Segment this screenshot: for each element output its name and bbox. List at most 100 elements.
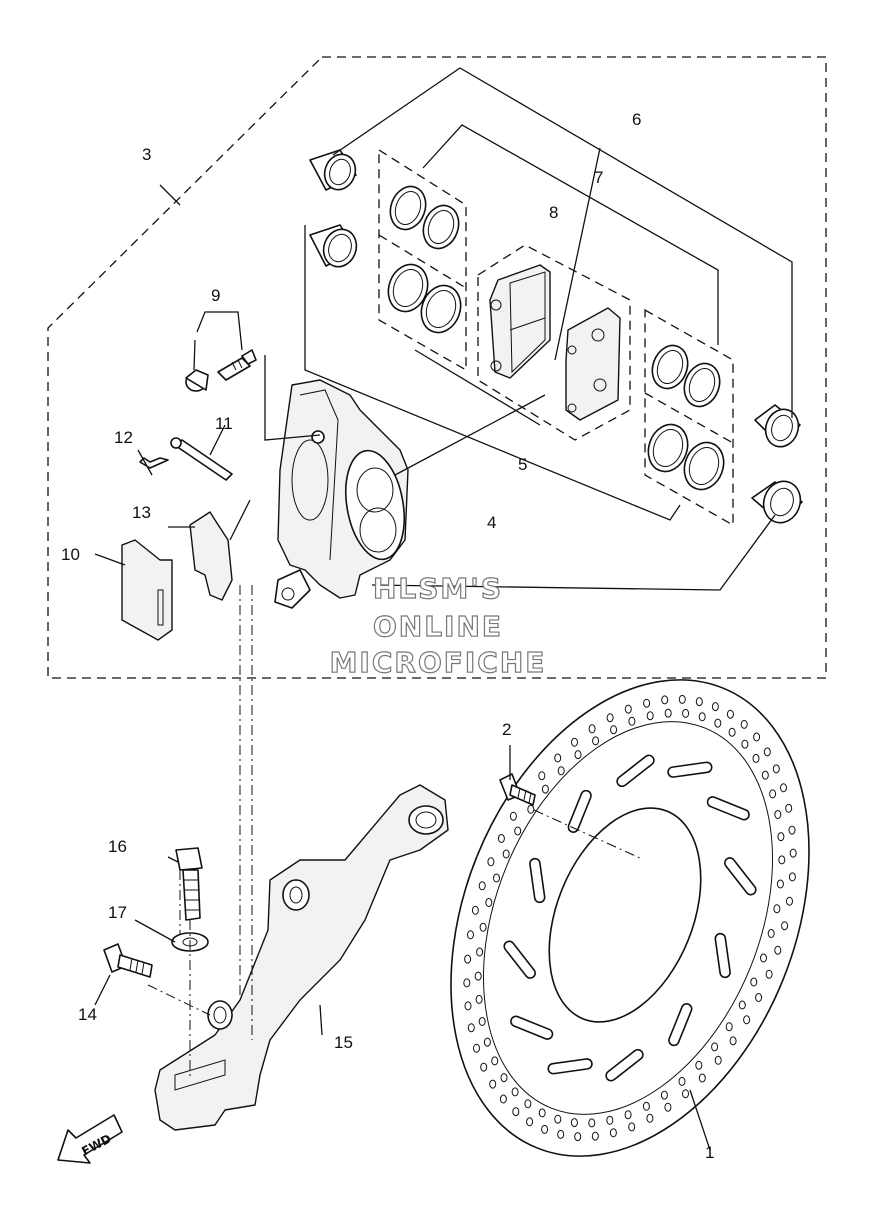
disc-vent-hole xyxy=(476,947,484,957)
disc-vent-hole xyxy=(789,848,797,858)
disc-vent-hole xyxy=(642,1101,650,1111)
disc-slot xyxy=(510,1015,554,1040)
disc-vent-hole xyxy=(574,750,582,760)
disc-vent-hole xyxy=(788,825,796,835)
disc-vent-hole xyxy=(711,702,719,712)
brake-pad-front xyxy=(489,264,551,379)
disc-slot xyxy=(547,1058,593,1075)
disc-vent-hole xyxy=(554,1114,562,1124)
disc-vent-hole xyxy=(479,922,487,932)
callout-4: 4 xyxy=(487,513,496,532)
disc-vent-hole xyxy=(661,695,669,705)
piston-upper-left xyxy=(309,149,357,191)
callout-7: 7 xyxy=(594,168,603,187)
disc-vent-hole xyxy=(767,929,775,938)
disc-vent-hole xyxy=(728,727,736,737)
disc-slot xyxy=(529,857,546,904)
disc-vent-hole xyxy=(485,898,493,907)
disc-vent-hole xyxy=(729,1036,737,1046)
disc-vent-hole xyxy=(776,879,784,889)
watermark-line-1: HLSM'S xyxy=(373,572,503,605)
disc-vent-hole xyxy=(591,1131,599,1141)
disc-vent-hole xyxy=(743,1015,751,1025)
disc-vent-hole xyxy=(610,725,618,735)
disc-slot xyxy=(714,932,731,979)
alignment-lines xyxy=(147,585,641,1080)
disc-vent-hole xyxy=(588,1118,596,1128)
disc-vent-hole xyxy=(664,708,672,718)
disc-vent-hole xyxy=(682,708,690,718)
disc-vent-hole xyxy=(678,694,686,704)
disc-vent-hole xyxy=(557,1129,565,1139)
pad-pin xyxy=(170,437,233,481)
disc-vent-hole xyxy=(526,1117,534,1127)
disc-vent-hole xyxy=(493,873,500,883)
disc-vent-hole xyxy=(714,718,722,728)
disc-vent-hole xyxy=(786,896,793,906)
disc-vent-hole xyxy=(609,1128,617,1138)
disc-vent-hole xyxy=(538,771,546,781)
bracket-bolt-long xyxy=(175,847,203,921)
disc-slot xyxy=(567,789,592,833)
disc-vent-hole xyxy=(478,1017,486,1026)
disc-slot xyxy=(503,940,536,979)
disc-vent-hole xyxy=(752,753,760,763)
disc-vent-hole xyxy=(714,1055,722,1065)
disc-vent-hole xyxy=(524,1099,532,1109)
disc-vent-hole xyxy=(463,978,471,988)
callout-9: 9 xyxy=(211,286,220,305)
disc-vent-hole xyxy=(695,697,703,707)
disc-vent-hole xyxy=(682,1089,689,1099)
disc-vent-hole xyxy=(777,832,785,842)
disc-vent-hole xyxy=(570,1118,578,1128)
seal-group-outline-left xyxy=(378,148,467,372)
disc-vent-hole xyxy=(646,1113,654,1123)
disc-vent-hole xyxy=(646,711,654,721)
disc-vent-hole xyxy=(512,1107,520,1117)
piston-seal-set-left xyxy=(387,185,462,334)
pad-clip xyxy=(139,457,169,469)
callout-5: 5 xyxy=(518,455,527,474)
seal-group-divider-left xyxy=(378,234,467,289)
disc-vent-hole xyxy=(765,969,773,979)
callout-11: 11 xyxy=(215,414,233,433)
disc-vent-hole xyxy=(471,905,479,915)
disc-vent-hole xyxy=(698,1073,706,1083)
disc-slot xyxy=(616,754,655,788)
bracket-bolt-short xyxy=(103,943,153,978)
disc-vent-hole xyxy=(554,753,562,763)
pad-spring xyxy=(189,511,233,601)
callout-14: 14 xyxy=(78,1005,97,1024)
disc-vent-hole xyxy=(606,1115,614,1125)
disc-vent-hole xyxy=(464,954,472,964)
disc-vent-hole xyxy=(500,1073,508,1083)
disc-vent-hole xyxy=(588,724,596,734)
disc-vent-hole xyxy=(574,1132,582,1142)
callout-6: 6 xyxy=(632,110,641,129)
disc-vent-hole xyxy=(725,1022,733,1032)
disc-vent-hole xyxy=(511,1087,519,1097)
seal-group-outline-right xyxy=(644,308,734,527)
disc-vent-hole xyxy=(480,1062,488,1072)
disc-vent-hole xyxy=(557,766,565,776)
disc-vent-hole xyxy=(780,783,787,793)
disc-vent-hole xyxy=(514,826,522,836)
bleed-screw xyxy=(185,349,257,392)
disc-vent-hole xyxy=(778,855,786,865)
callout-12: 12 xyxy=(114,428,133,447)
brake-pad-rear xyxy=(565,307,621,421)
disc-vent-hole xyxy=(726,709,734,719)
disc-vent-hole xyxy=(606,713,614,723)
disc-vent-hole xyxy=(478,881,486,891)
disc-slot xyxy=(724,857,757,896)
disc-vent-hole xyxy=(509,811,517,821)
callout-16: 16 xyxy=(108,837,127,856)
fwd-arrow-icon: FWD xyxy=(57,1114,123,1164)
disc-vent-hole xyxy=(788,872,796,882)
disc-vent-hole xyxy=(628,1122,636,1132)
disc-vent-hole xyxy=(624,1110,632,1120)
callout-17: 17 xyxy=(108,903,127,922)
disc-vent-hole xyxy=(781,921,789,931)
disc-vent-hole xyxy=(643,698,651,708)
